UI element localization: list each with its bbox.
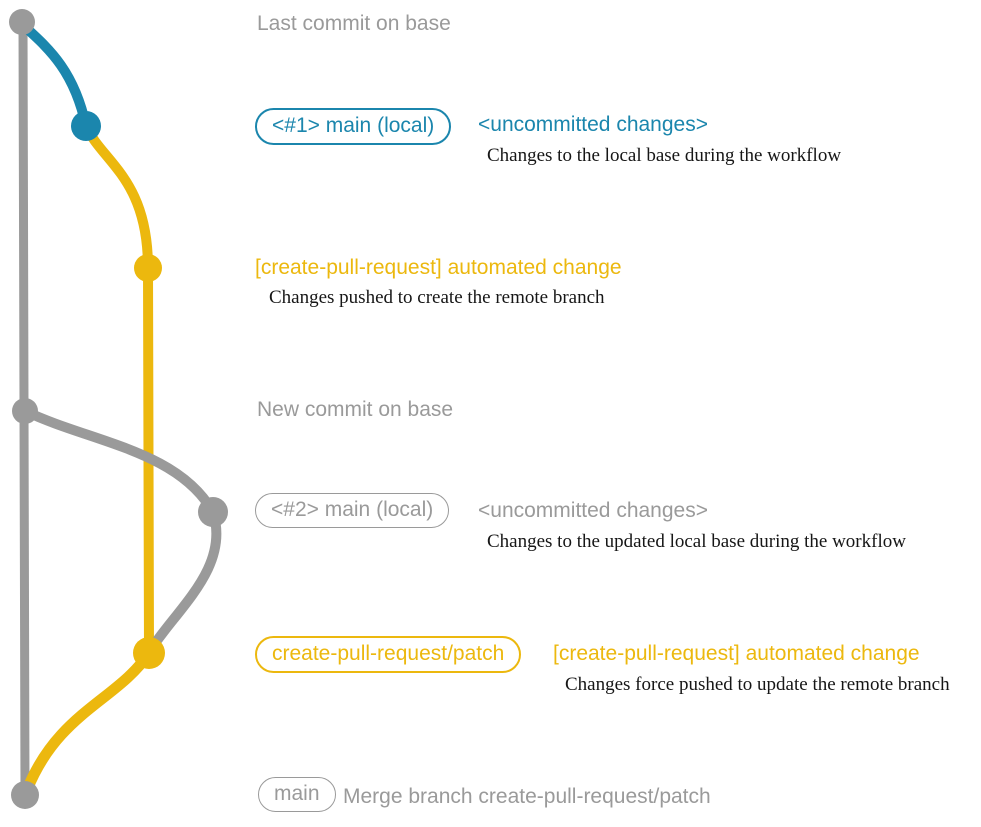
commit-desc-automated-2: Changes force pushed to update the remot… xyxy=(565,674,950,695)
commit-dot-local-1 xyxy=(71,111,101,141)
row-patch-branch: create-pull-request/patch xyxy=(255,636,522,673)
local-change-curve xyxy=(19,21,91,131)
branch-badge-create-pull-request-patch: create-pull-request/patch xyxy=(255,636,522,673)
commit-dot-merge xyxy=(11,781,39,809)
git-graph xyxy=(9,9,228,809)
commit-desc-uncommitted-1: Changes to the local base during the wor… xyxy=(487,145,842,166)
commit-title-automated-2: [create-pull-request] automated change xyxy=(553,642,920,665)
row-merge: main xyxy=(258,777,336,812)
commit-dot-new-base xyxy=(12,398,38,424)
commit-title-automated-1: [create-pull-request] automated change xyxy=(255,256,622,279)
base-update-curve-in xyxy=(146,507,222,654)
commit-desc-uncommitted-2: Changes to the updated local base during… xyxy=(487,531,906,552)
label-last-commit-on-base: Last commit on base xyxy=(257,12,451,35)
commit-dot-local-2 xyxy=(198,497,228,527)
branch-badge-main-local-1: <#1> main (local) xyxy=(255,108,452,145)
label-new-commit-on-base: New commit on base xyxy=(257,398,454,421)
commit-title-merge: Merge branch create-pull-request/patch xyxy=(343,785,711,808)
branch-badge-main-local-2: <#2> main (local) xyxy=(255,493,450,528)
commit-dot-patch-1 xyxy=(134,254,162,282)
commit-dot-last-base xyxy=(9,9,35,35)
patch-branch-curve-top xyxy=(81,121,153,273)
commit-desc-automated-1: Changes pushed to create the remote bran… xyxy=(269,287,605,308)
commit-dot-patch-2 xyxy=(133,637,165,669)
patch-merge-curve xyxy=(21,647,155,796)
base-update-curve-out xyxy=(20,406,218,517)
commit-title-uncommitted-1: <uncommitted changes> xyxy=(478,113,708,136)
row-local-1: <#1> main (local) xyxy=(255,108,452,145)
commit-title-uncommitted-2: <uncommitted changes> xyxy=(478,499,708,522)
branch-badge-main: main xyxy=(258,777,336,812)
row-local-2: <#2> main (local) xyxy=(255,493,450,528)
